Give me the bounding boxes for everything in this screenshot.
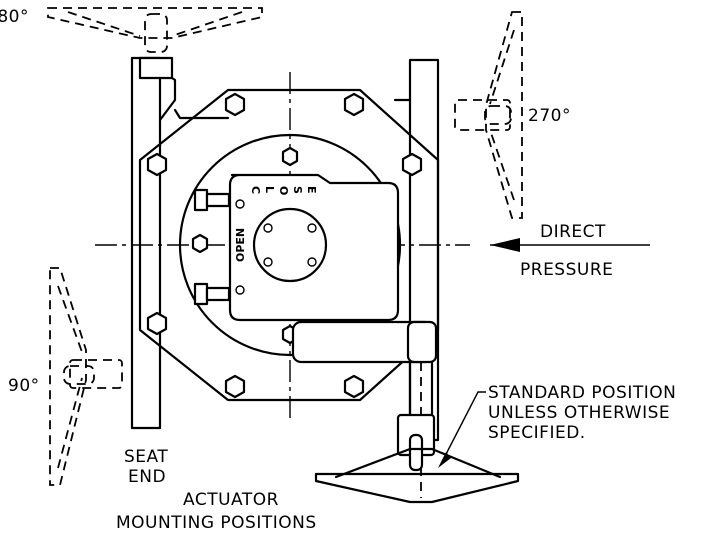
standard-position-line2: UNLESS OTHERWISE bbox=[488, 403, 670, 423]
close-letter-o: O bbox=[277, 186, 290, 195]
body-neck bbox=[173, 108, 230, 120]
open-label: OPEN bbox=[234, 228, 247, 262]
end-label: END bbox=[128, 467, 166, 487]
handwheel-180 bbox=[47, 7, 263, 80]
direct-pressure-arrow bbox=[490, 238, 650, 252]
close-letter-c: C bbox=[249, 186, 262, 194]
label-180: 180° bbox=[0, 7, 29, 27]
pressure-label: PRESSURE bbox=[520, 260, 613, 280]
standard-position-line3: SPECIFIED. bbox=[488, 423, 586, 443]
direct-label: DIRECT bbox=[540, 222, 606, 242]
title-line1: ACTUATOR bbox=[183, 490, 279, 510]
actuator-studs bbox=[193, 188, 231, 306]
close-letter-s: S bbox=[291, 186, 304, 194]
left-flange bbox=[130, 56, 177, 430]
actuator-hub bbox=[252, 207, 328, 283]
seat-label: SEAT bbox=[124, 447, 168, 467]
body-bolt-hexagons bbox=[146, 92, 423, 399]
plate-hole-2 bbox=[235, 285, 245, 295]
hub-hole-4 bbox=[307, 257, 317, 267]
hub-hole-1 bbox=[263, 223, 273, 233]
label-270: 270° bbox=[528, 106, 571, 126]
close-letter-l: L bbox=[263, 186, 276, 193]
standard-position-line1: STANDARD POSITION bbox=[488, 383, 676, 403]
hub-hole-3 bbox=[263, 257, 273, 267]
actuator-plate bbox=[228, 173, 400, 322]
standard-position-leader bbox=[441, 391, 486, 463]
valve-body-octagon bbox=[138, 88, 440, 402]
close-letter-e: E bbox=[305, 186, 318, 194]
label-90: 90° bbox=[8, 376, 40, 396]
title-line2: MOUNTING POSITIONS bbox=[116, 513, 317, 533]
plate-hole-1 bbox=[235, 199, 245, 209]
handwheel-90 bbox=[49, 267, 123, 486]
handwheel-arm bbox=[291, 320, 520, 504]
handwheel-270 bbox=[454, 11, 523, 219]
hub-hole-2 bbox=[307, 223, 317, 233]
actuator-markings: C L O S E OPEN bbox=[234, 186, 318, 262]
